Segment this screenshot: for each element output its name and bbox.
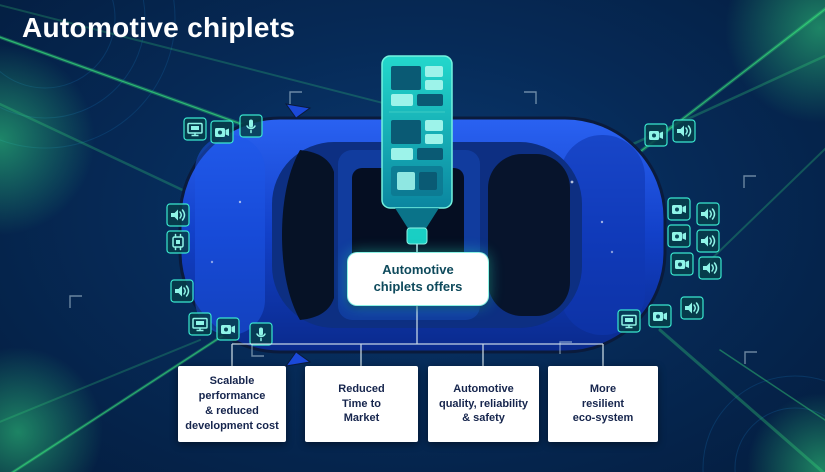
sensor-icons xyxy=(166,114,722,346)
display-icon xyxy=(183,117,207,141)
camera-icon xyxy=(670,252,694,276)
connector-lines xyxy=(231,304,604,366)
display-icon xyxy=(617,309,641,333)
camera-icon xyxy=(648,304,672,328)
chip-icon xyxy=(166,230,190,254)
speaker-icon xyxy=(166,203,190,227)
mic-icon xyxy=(249,322,273,346)
chiplet-stack-icon xyxy=(381,55,453,252)
speaker-icon xyxy=(696,229,720,253)
offers-box: Automotive chiplets offers xyxy=(347,252,489,306)
speaker-icon xyxy=(680,296,704,320)
speaker-icon xyxy=(672,119,696,143)
camera-icon xyxy=(216,317,240,341)
camera-icon xyxy=(667,197,691,221)
camera-icon xyxy=(644,123,668,147)
page-title: Automotive chiplets xyxy=(22,12,296,43)
speaker-icon xyxy=(170,279,194,303)
speaker-icon xyxy=(698,256,722,280)
mic-icon xyxy=(239,114,263,138)
benefit-box-resilient-ecosystem: More resilient eco-system xyxy=(548,366,658,442)
display-icon xyxy=(188,312,212,336)
benefit-box-quality-safety: Automotive quality, reliability & safety xyxy=(428,366,539,442)
speaker-icon xyxy=(696,202,720,226)
camera-icon xyxy=(210,120,234,144)
benefit-box-scalable-performance: Scalable performance & reduced developme… xyxy=(178,366,286,442)
reticle-marks xyxy=(69,91,757,364)
camera-icon xyxy=(667,224,691,248)
benefit-box-time-to-market: Reduced Time to Market xyxy=(305,366,418,442)
